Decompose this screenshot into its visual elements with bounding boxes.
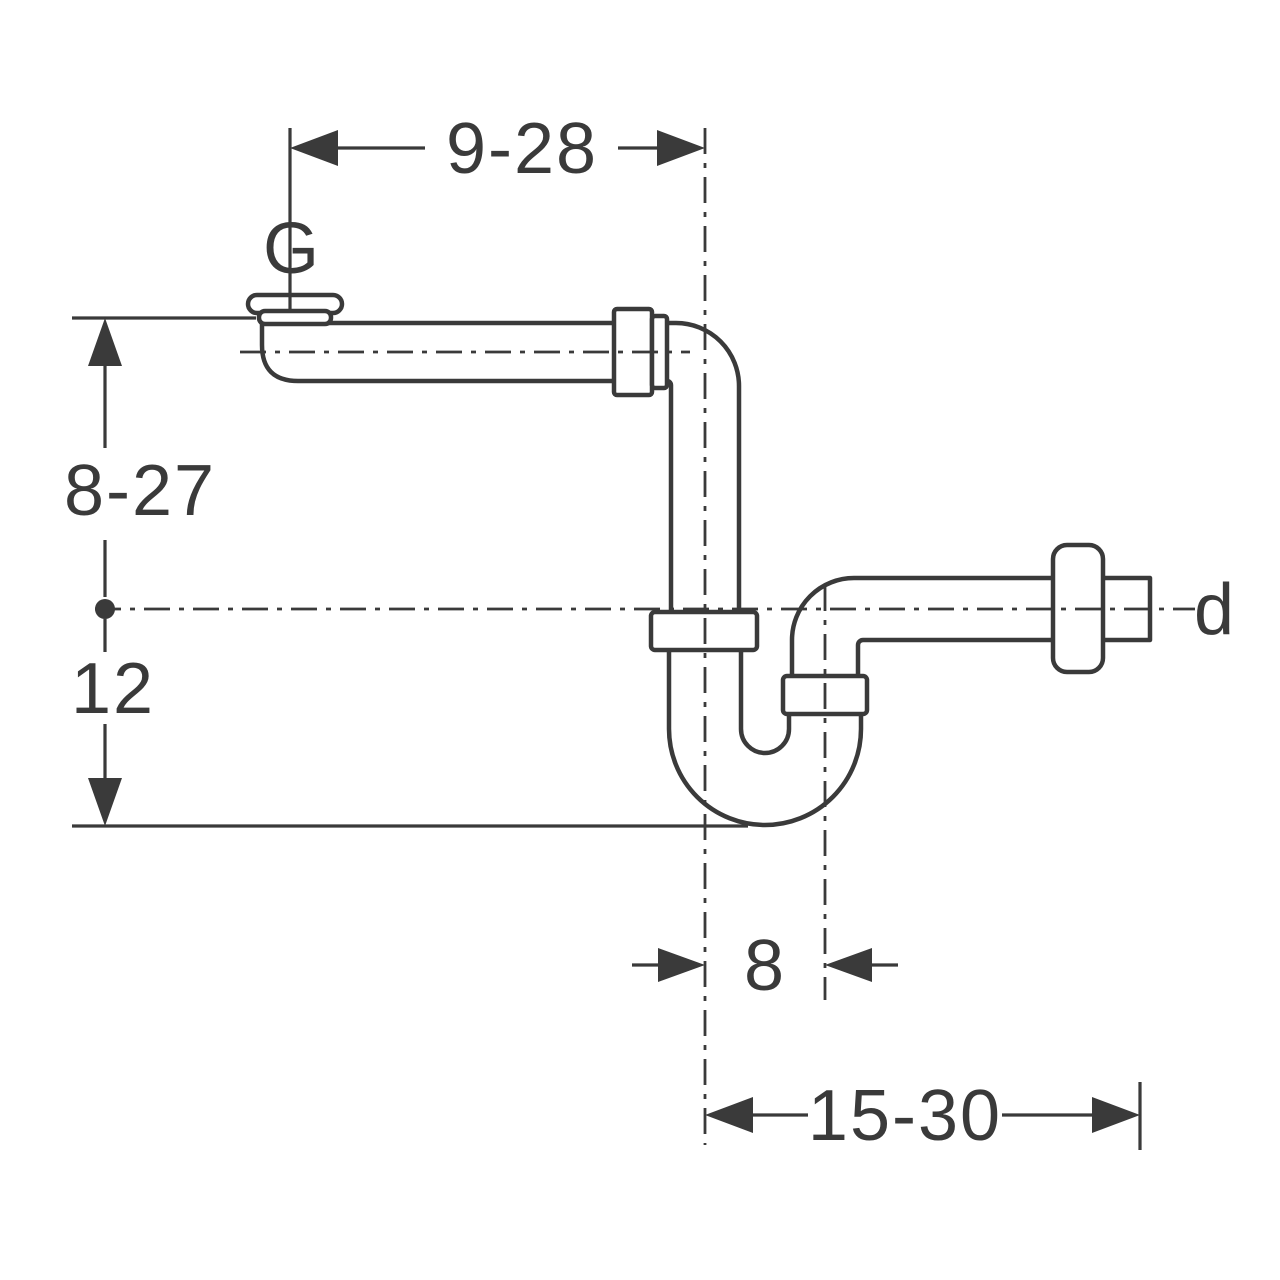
dimension-offset: 8 xyxy=(632,926,898,1006)
trap-u-bend xyxy=(666,645,864,828)
arrowhead-right-icon xyxy=(658,948,705,982)
dimension-trap-depth: 12 xyxy=(71,619,155,826)
inlet-connection-label: G xyxy=(263,209,321,289)
arrowhead-up-icon xyxy=(88,318,122,366)
dimension-inlet-height: 8-27 xyxy=(64,318,216,619)
arrowhead-right-icon xyxy=(657,130,705,166)
inlet-flange-collar xyxy=(256,308,334,327)
pipe-assembly xyxy=(245,292,1153,828)
arrowhead-left-icon xyxy=(825,948,872,982)
extension-lines xyxy=(72,128,1142,1150)
arrowhead-right-icon xyxy=(1092,1097,1140,1133)
dim-trap-depth-label: 12 xyxy=(71,649,155,729)
dim-top-width-label: 9-28 xyxy=(446,109,598,189)
centerlines xyxy=(95,128,1195,1145)
dim-outlet-length-label: 15-30 xyxy=(808,1076,1002,1156)
dimension-outlet-length: 15-30 xyxy=(705,1076,1140,1156)
arrowhead-down-icon xyxy=(88,778,122,826)
dimension-top-width: 9-28 xyxy=(290,109,705,189)
outlet-diameter-label: d xyxy=(1194,570,1236,650)
reference-dot xyxy=(95,599,115,619)
dim-offset-label: 8 xyxy=(744,926,786,1006)
arrowhead-left-icon xyxy=(290,130,338,166)
dim-inlet-height-label: 8-27 xyxy=(64,451,216,531)
connection-labels: G d xyxy=(263,209,1236,650)
arrowhead-left-icon xyxy=(705,1097,753,1133)
